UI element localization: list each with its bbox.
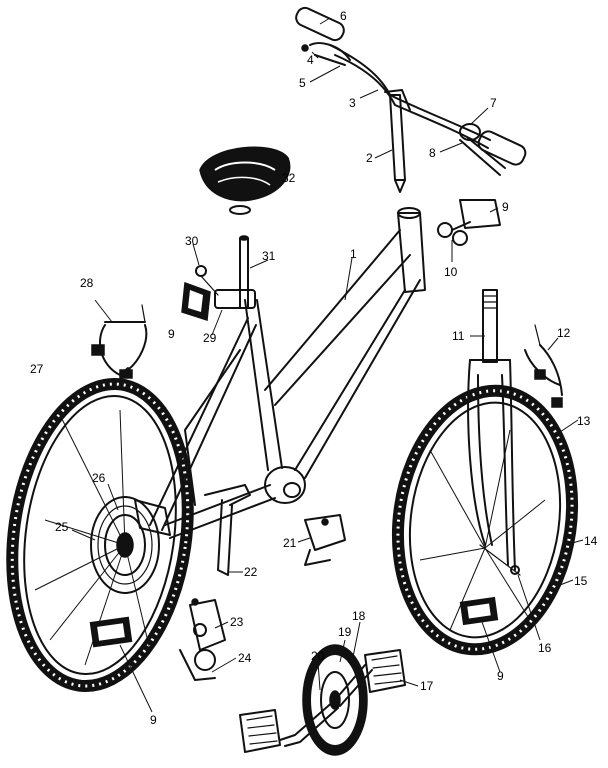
callout-9-rear: 9	[150, 713, 157, 727]
front-brake-caliper	[524, 324, 563, 408]
seat-clamp	[195, 265, 256, 309]
callout-22: 22	[244, 565, 258, 579]
seat-post	[239, 235, 249, 309]
callout-14: 14	[584, 534, 598, 548]
callout-27: 27	[30, 362, 44, 376]
front-hub	[479, 544, 521, 576]
rear-wheel	[6, 378, 194, 692]
crank-arm-left	[279, 699, 339, 747]
rear-wheel-reflector	[89, 616, 133, 648]
callout-19: 19	[338, 625, 352, 639]
left-brake-lever	[301, 42, 351, 66]
callout-17: 17	[420, 679, 434, 693]
callout-21: 21	[283, 536, 297, 550]
callout-1: 1	[350, 247, 357, 261]
callout-13: 13	[577, 414, 591, 428]
frame	[134, 207, 426, 539]
callout-12: 12	[557, 326, 571, 340]
callout-28: 28	[80, 276, 94, 290]
callout-3: 3	[349, 96, 356, 110]
handlebar	[329, 44, 491, 149]
front-fork	[467, 289, 516, 571]
seat-reflector	[181, 281, 211, 321]
callout-18: 18	[352, 609, 366, 623]
left-grip	[295, 6, 345, 42]
rear-brake-caliper	[91, 304, 148, 379]
callout-30: 30	[185, 234, 199, 248]
callout-11: 11	[452, 329, 465, 343]
right-grip	[477, 130, 527, 166]
rear-derailleur	[179, 598, 226, 681]
callout-20: 20	[311, 649, 325, 663]
callout-16: 16	[538, 641, 552, 655]
callout-9-front: 9	[497, 669, 504, 683]
callout-15: 15	[574, 574, 588, 588]
leader-lines	[71, 17, 584, 713]
saddle	[199, 146, 291, 215]
callout-4: 4	[307, 53, 314, 67]
callout-25: 25	[55, 520, 69, 534]
rear-freewheel	[90, 496, 160, 594]
front-bracket	[437, 199, 501, 246]
pedal-left	[239, 709, 281, 753]
callout-labels: 1 2 3 4 5 6 7 8 9 9 9 9 10 11 12 13 14 1…	[30, 9, 598, 727]
callout-24: 24	[238, 651, 252, 665]
callout-32: 32	[282, 171, 296, 185]
pedal-right	[364, 649, 406, 693]
callout-5: 5	[299, 76, 306, 90]
front-derailleur	[304, 514, 346, 566]
front-wheel-reflector	[459, 596, 499, 626]
callout-8: 8	[429, 146, 436, 160]
callout-23: 23	[230, 615, 244, 629]
callout-9-seat: 9	[168, 327, 175, 341]
callout-29: 29	[203, 331, 217, 345]
right-brake-lever	[459, 123, 506, 176]
callout-6: 6	[340, 9, 347, 23]
callout-10: 10	[444, 265, 458, 279]
crank-arm-right	[334, 664, 373, 707]
callout-31: 31	[262, 249, 276, 263]
callout-26: 26	[92, 471, 106, 485]
callout-7: 7	[490, 96, 497, 110]
callout-9-bracket: 9	[502, 200, 509, 214]
callout-2: 2	[366, 151, 373, 165]
kickstand	[204, 484, 251, 576]
